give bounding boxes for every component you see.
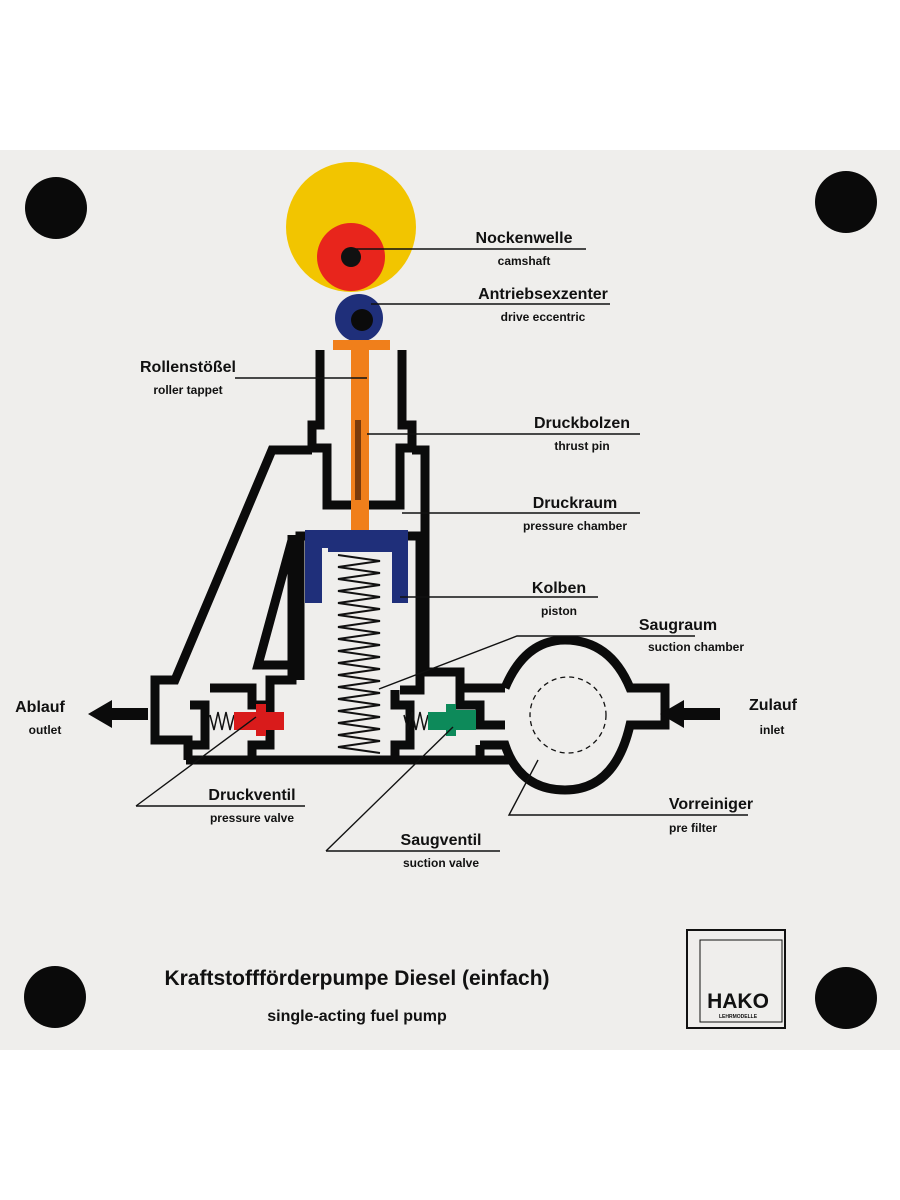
svg-text:inlet: inlet: [760, 723, 785, 737]
thrust-pin: [355, 420, 361, 500]
label-pressure-valve: Druckventil pressure valve: [208, 787, 295, 825]
label-piston: Kolben piston: [532, 580, 586, 618]
label-roller-tappet: Rollenstößel roller tappet: [140, 359, 236, 397]
svg-text:LEHRMODELLE: LEHRMODELLE: [719, 1014, 758, 1020]
svg-text:Zulauf: Zulauf: [749, 697, 798, 714]
svg-text:roller tappet: roller tappet: [153, 383, 222, 397]
label-outlet: Ablauf outlet: [15, 699, 65, 737]
svg-text:Saugraum: Saugraum: [639, 617, 717, 634]
roller-tappet: [333, 340, 390, 532]
camshaft: [286, 162, 416, 292]
svg-text:Nockenwelle: Nockenwelle: [476, 230, 573, 247]
svg-text:Ablauf: Ablauf: [15, 699, 65, 716]
diagram-board: Nockenwelle camshaft Antriebsexzenter dr…: [0, 150, 900, 1050]
label-suction-valve: Saugventil suction valve: [401, 832, 482, 870]
piston: [305, 530, 408, 603]
fuel-pump-diagram: Nockenwelle camshaft Antriebsexzenter dr…: [15, 162, 877, 1029]
svg-text:Saugventil: Saugventil: [401, 832, 482, 849]
svg-text:pressure valve: pressure valve: [210, 811, 294, 825]
svg-text:Druckbolzen: Druckbolzen: [534, 415, 630, 432]
title-german: Kraftstoffförderpumpe Diesel (einfach): [164, 967, 549, 990]
mounting-hole-top-right: [815, 171, 877, 233]
label-pressure-chamber: Druckraum pressure chamber: [523, 495, 627, 533]
inlet-arrow: [660, 700, 720, 728]
pressure-valve: [209, 704, 284, 736]
label-suction-chamber: Saugraum suction chamber: [639, 617, 744, 654]
svg-text:pressure chamber: pressure chamber: [523, 519, 627, 533]
pre-filter-element: [529, 676, 607, 754]
drive-eccentric: [335, 294, 383, 342]
svg-text:pre filter: pre filter: [669, 821, 717, 835]
svg-text:Druckventil: Druckventil: [208, 787, 295, 804]
title-english: single-acting fuel pump: [267, 1008, 447, 1025]
svg-text:piston: piston: [541, 604, 577, 618]
mounting-hole-bottom-left: [24, 966, 86, 1028]
label-inlet: Zulauf inlet: [749, 697, 798, 737]
piston-spring: [337, 554, 381, 754]
label-thrust-pin: Druckbolzen thrust pin: [534, 415, 630, 453]
svg-text:Rollenstößel: Rollenstößel: [140, 359, 236, 376]
svg-text:Vorreiniger: Vorreiniger: [669, 796, 753, 813]
svg-text:suction chamber: suction chamber: [648, 640, 744, 654]
mounting-hole-top-left: [25, 177, 87, 239]
leader-lines: [135, 248, 748, 852]
svg-text:camshaft: camshaft: [498, 254, 551, 268]
svg-text:suction valve: suction valve: [403, 856, 479, 870]
label-pre-filter: Vorreiniger pre filter: [669, 796, 753, 835]
svg-text:Kolben: Kolben: [532, 580, 586, 597]
svg-text:HAKO: HAKO: [707, 990, 769, 1013]
camshaft-axle: [341, 247, 361, 267]
label-camshaft: Nockenwelle camshaft: [476, 230, 573, 268]
mounting-hole-bottom-right: [815, 967, 877, 1029]
svg-text:thrust pin: thrust pin: [554, 439, 609, 453]
suction-valve: [403, 704, 476, 736]
svg-text:Antriebsexzenter: Antriebsexzenter: [478, 286, 608, 303]
label-drive-eccentric: Antriebsexzenter drive eccentric: [478, 286, 608, 324]
hako-logo: HAKO LEHRMODELLE: [686, 929, 786, 1029]
svg-text:drive eccentric: drive eccentric: [501, 310, 586, 324]
tappet-head: [333, 340, 390, 350]
piston-skirt: [328, 548, 392, 552]
svg-text:outlet: outlet: [29, 723, 62, 737]
outlet-arrow: [88, 700, 148, 728]
eccentric-axle: [351, 309, 373, 331]
svg-text:Druckraum: Druckraum: [533, 495, 617, 512]
